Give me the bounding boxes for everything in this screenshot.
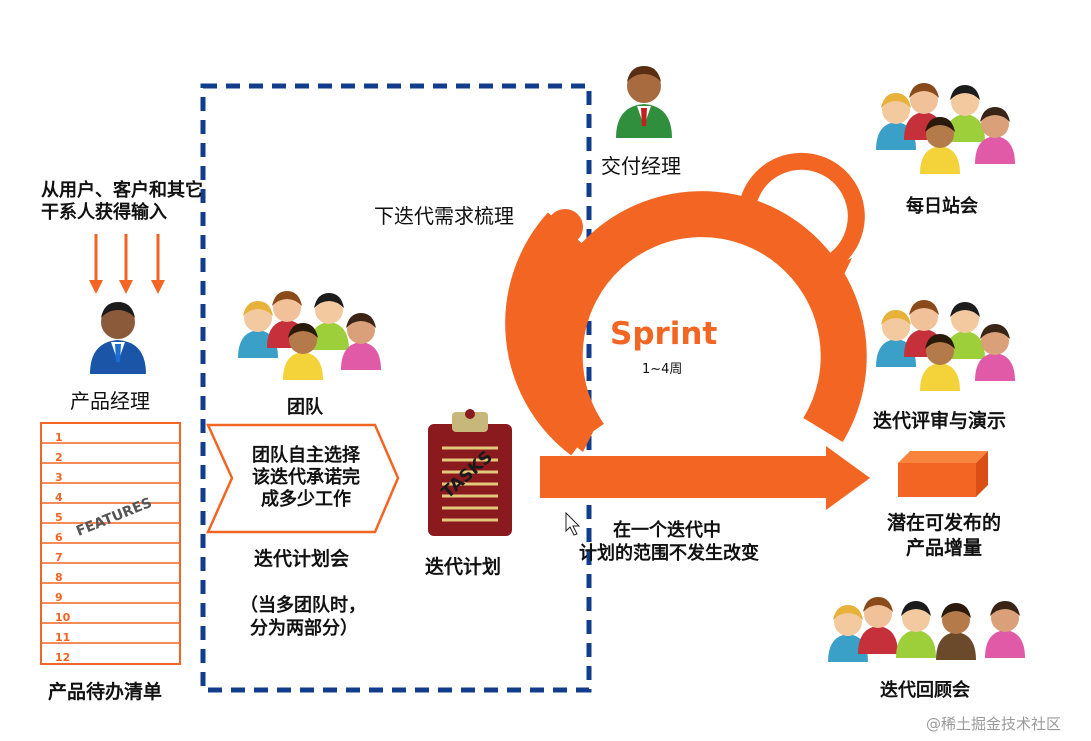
backlog-item: 12 [55,651,71,664]
output-arrow [540,446,870,510]
sprint-duration: 1~4周 [642,362,683,377]
backlog-item: 7 [55,551,63,564]
retrospective-label: 迭代回顾会 [880,680,970,701]
planning-note-line2: 分为两部分） [250,618,358,639]
team-selection-chevron [206,423,400,534]
iteration-plan-label: 迭代计划 [425,556,502,578]
increment-line: 产品增量 [905,537,982,559]
delivery-manager-label: 交付经理 [601,154,681,178]
mouse-cursor-icon [565,511,581,536]
product-increment-box [898,451,988,497]
retrospective-people [828,597,1025,662]
input-source-line2: 干系人获得输入 [41,202,167,223]
team-selection-line: 团队自主选择 [252,445,360,466]
backlog-item: 5 [55,511,63,524]
input-arrows [89,234,165,294]
scope-note-line2: 计划的范围不发生改变 [579,543,759,564]
backlog-item: 11 [55,631,71,644]
tasks-clipboard [428,409,512,536]
daily-standup-people [876,83,1015,174]
backlog-item: 2 [55,451,63,464]
backlog-item: 1 [55,431,63,444]
team-people-group [238,291,381,380]
increment-text: 潜在可发布的 产品增量 [874,511,1014,561]
next-iteration-grooming-label: 下迭代需求梳理 [374,204,514,228]
product-manager-label: 产品经理 [70,389,150,413]
planning-note-line1: （当多团队时， [240,595,366,616]
review-people [876,300,1015,391]
product-backlog-title: 产品待办清单 [48,681,163,703]
delivery-manager-figure [616,66,672,138]
daily-loop-arrow [737,152,865,291]
sprint-title: Sprint [610,316,718,352]
increment-line: 潜在可发布的 [886,512,1001,534]
scope-note-line1: 在一个迭代中 [613,520,721,541]
team-selection-text: 团队自主选择 该迭代承诺完 成多少工作 [236,445,376,511]
input-source-line1: 从用户、客户和其它 [41,180,203,201]
team-selection-line: 成多少工作 [261,489,351,510]
team-label: 团队 [287,397,323,418]
backlog-numbers: 1 2 3 4 5 6 7 8 9 10 11 12 [55,428,70,668]
watermark: @稀土掘金技术社区 [926,715,1062,733]
sprint-review-label: 迭代评审与演示 [873,410,1007,432]
product-backlog-list [40,422,181,665]
backlog-item: 10 [55,611,71,624]
daily-standup-label: 每日站会 [906,196,978,217]
team-selection-line: 该迭代承诺完 [252,467,360,488]
backlog-item: 6 [55,531,63,544]
sprint-cycle-arrow [505,191,867,456]
backlog-item: 9 [55,591,63,604]
planning-meeting-label: 迭代计划会 [254,548,350,570]
product-manager-figure [90,302,146,374]
iteration-boundary [200,83,592,693]
backlog-item: 8 [55,571,63,584]
backlog-item: 4 [55,491,63,504]
backlog-item: 3 [55,471,63,484]
